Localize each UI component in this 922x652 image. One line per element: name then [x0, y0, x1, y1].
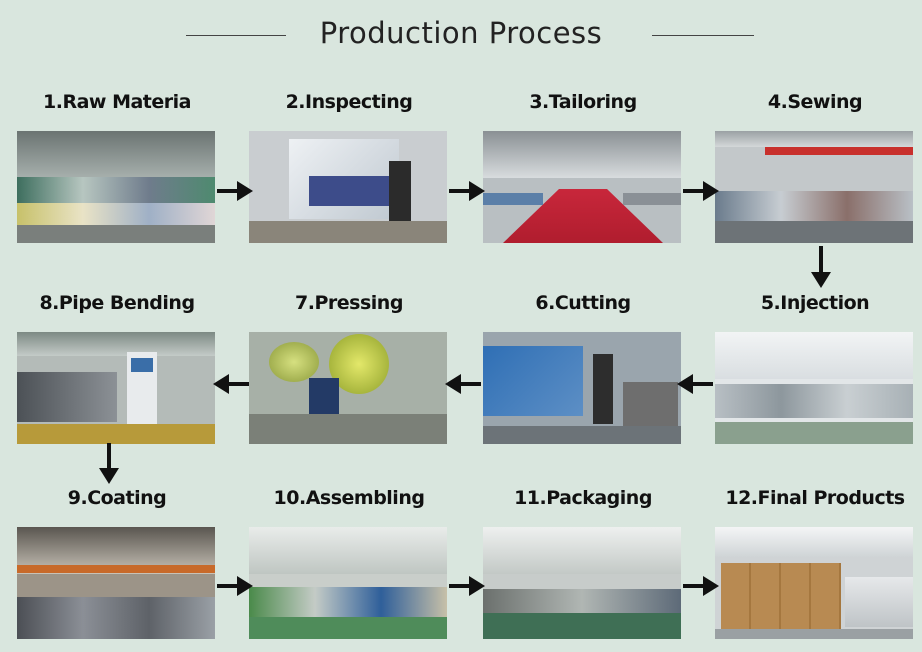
step-photo: [715, 527, 913, 639]
step-label: 11.Packaging: [483, 487, 683, 509]
step-label: 4.Sewing: [715, 91, 915, 113]
step-label: 8.Pipe Bending: [17, 292, 217, 314]
step-photo: [715, 131, 913, 243]
arrow-right-icon: [217, 584, 239, 588]
title-rule-right: [652, 35, 754, 36]
arrow-left-icon: [459, 382, 481, 386]
header: Production Process: [0, 12, 922, 56]
arrow-down-icon: [819, 246, 823, 274]
step-photo: [483, 527, 681, 639]
step-photo: [249, 527, 447, 639]
arrow-left-icon: [227, 382, 249, 386]
step-label: 1.Raw Materia: [17, 91, 217, 113]
arrow-right-icon: [449, 189, 471, 193]
step-photo: [715, 332, 913, 444]
arrow-down-icon: [107, 443, 111, 470]
arrow-right-icon: [217, 189, 239, 193]
step-label: 7.Pressing: [249, 292, 449, 314]
step-photo: [249, 332, 447, 444]
arrow-right-icon: [683, 189, 705, 193]
step-photo: [249, 131, 447, 243]
step-photo: [483, 131, 681, 243]
step-label: 6.Cutting: [483, 292, 683, 314]
step-label: 10.Assembling: [249, 487, 449, 509]
step-label: 5.Injection: [715, 292, 915, 314]
step-photo: [483, 332, 681, 444]
step-photo: [17, 332, 215, 444]
step-label: 12.Final Products: [715, 487, 915, 509]
page-title: Production Process: [0, 16, 922, 50]
arrow-right-icon: [683, 584, 705, 588]
step-label: 2.Inspecting: [249, 91, 449, 113]
step-photo: [17, 131, 215, 243]
arrow-right-icon: [449, 584, 471, 588]
arrow-left-icon: [691, 382, 713, 386]
step-label: 3.Tailoring: [483, 91, 683, 113]
step-label: 9.Coating: [17, 487, 217, 509]
step-photo: [17, 527, 215, 639]
